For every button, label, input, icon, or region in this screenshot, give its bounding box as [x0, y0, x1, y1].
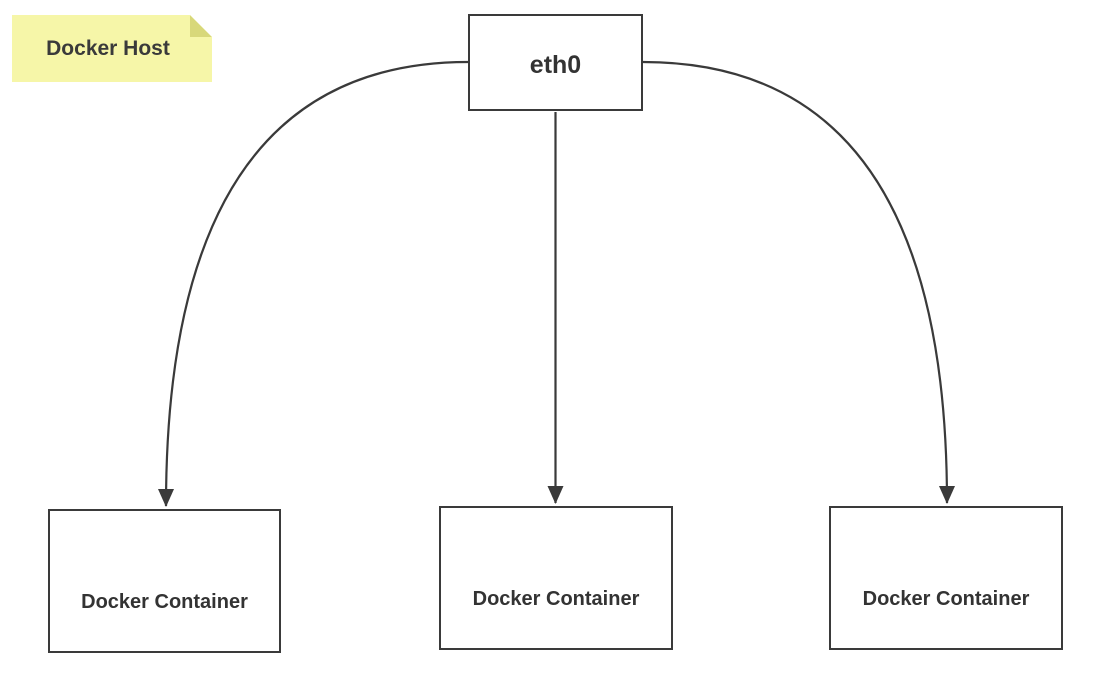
connector-eth0-to-container-left [158, 60, 469, 507]
container-2-label: Docker Container [472, 587, 640, 610]
eth0-node: eth0 [468, 14, 643, 111]
connector-eth0-to-container-right [642, 60, 955, 504]
container-1-label: Docker Container [81, 590, 248, 613]
container-node-2: Docker Container [439, 506, 673, 650]
container-node-3: Docker Container [829, 506, 1063, 650]
container-node-1: Docker Container [48, 509, 281, 653]
docker-host-label: Docker Host [46, 36, 170, 60]
docker-host-note: Docker Host [12, 15, 212, 82]
container-3-label: Docker Container [862, 587, 1030, 610]
eth0-label: eth0 [529, 50, 582, 79]
